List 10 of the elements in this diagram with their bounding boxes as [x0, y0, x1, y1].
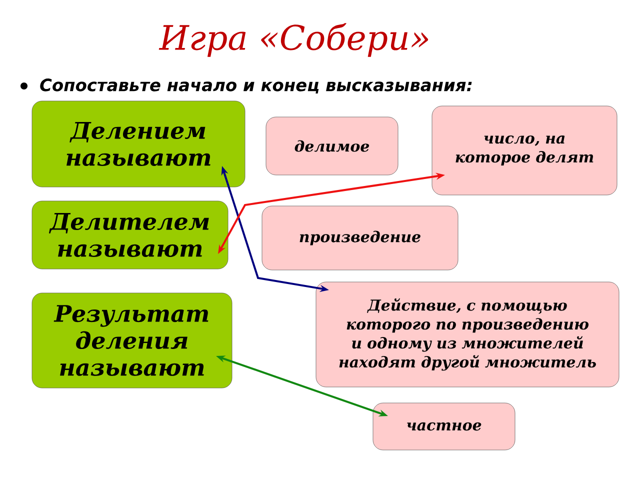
term-box: Делителем называют — [32, 200, 228, 270]
term-box: Результат деления называют — [32, 292, 232, 388]
term-box: Делением называют — [32, 100, 246, 188]
title: Игра «Собери» — [158, 23, 428, 57]
instruction-text: Сопоставьте начало и конец высказывания: — [40, 78, 472, 94]
answer-box: Действие, с помощью которого по произведению и одному из множителей находят другой множитель — [316, 282, 620, 388]
answer-box: произведение — [262, 206, 458, 270]
answer-box: частное — [372, 402, 516, 450]
answer-box: число, на которое делят — [432, 106, 618, 196]
answer-box: делимое — [266, 116, 398, 176]
